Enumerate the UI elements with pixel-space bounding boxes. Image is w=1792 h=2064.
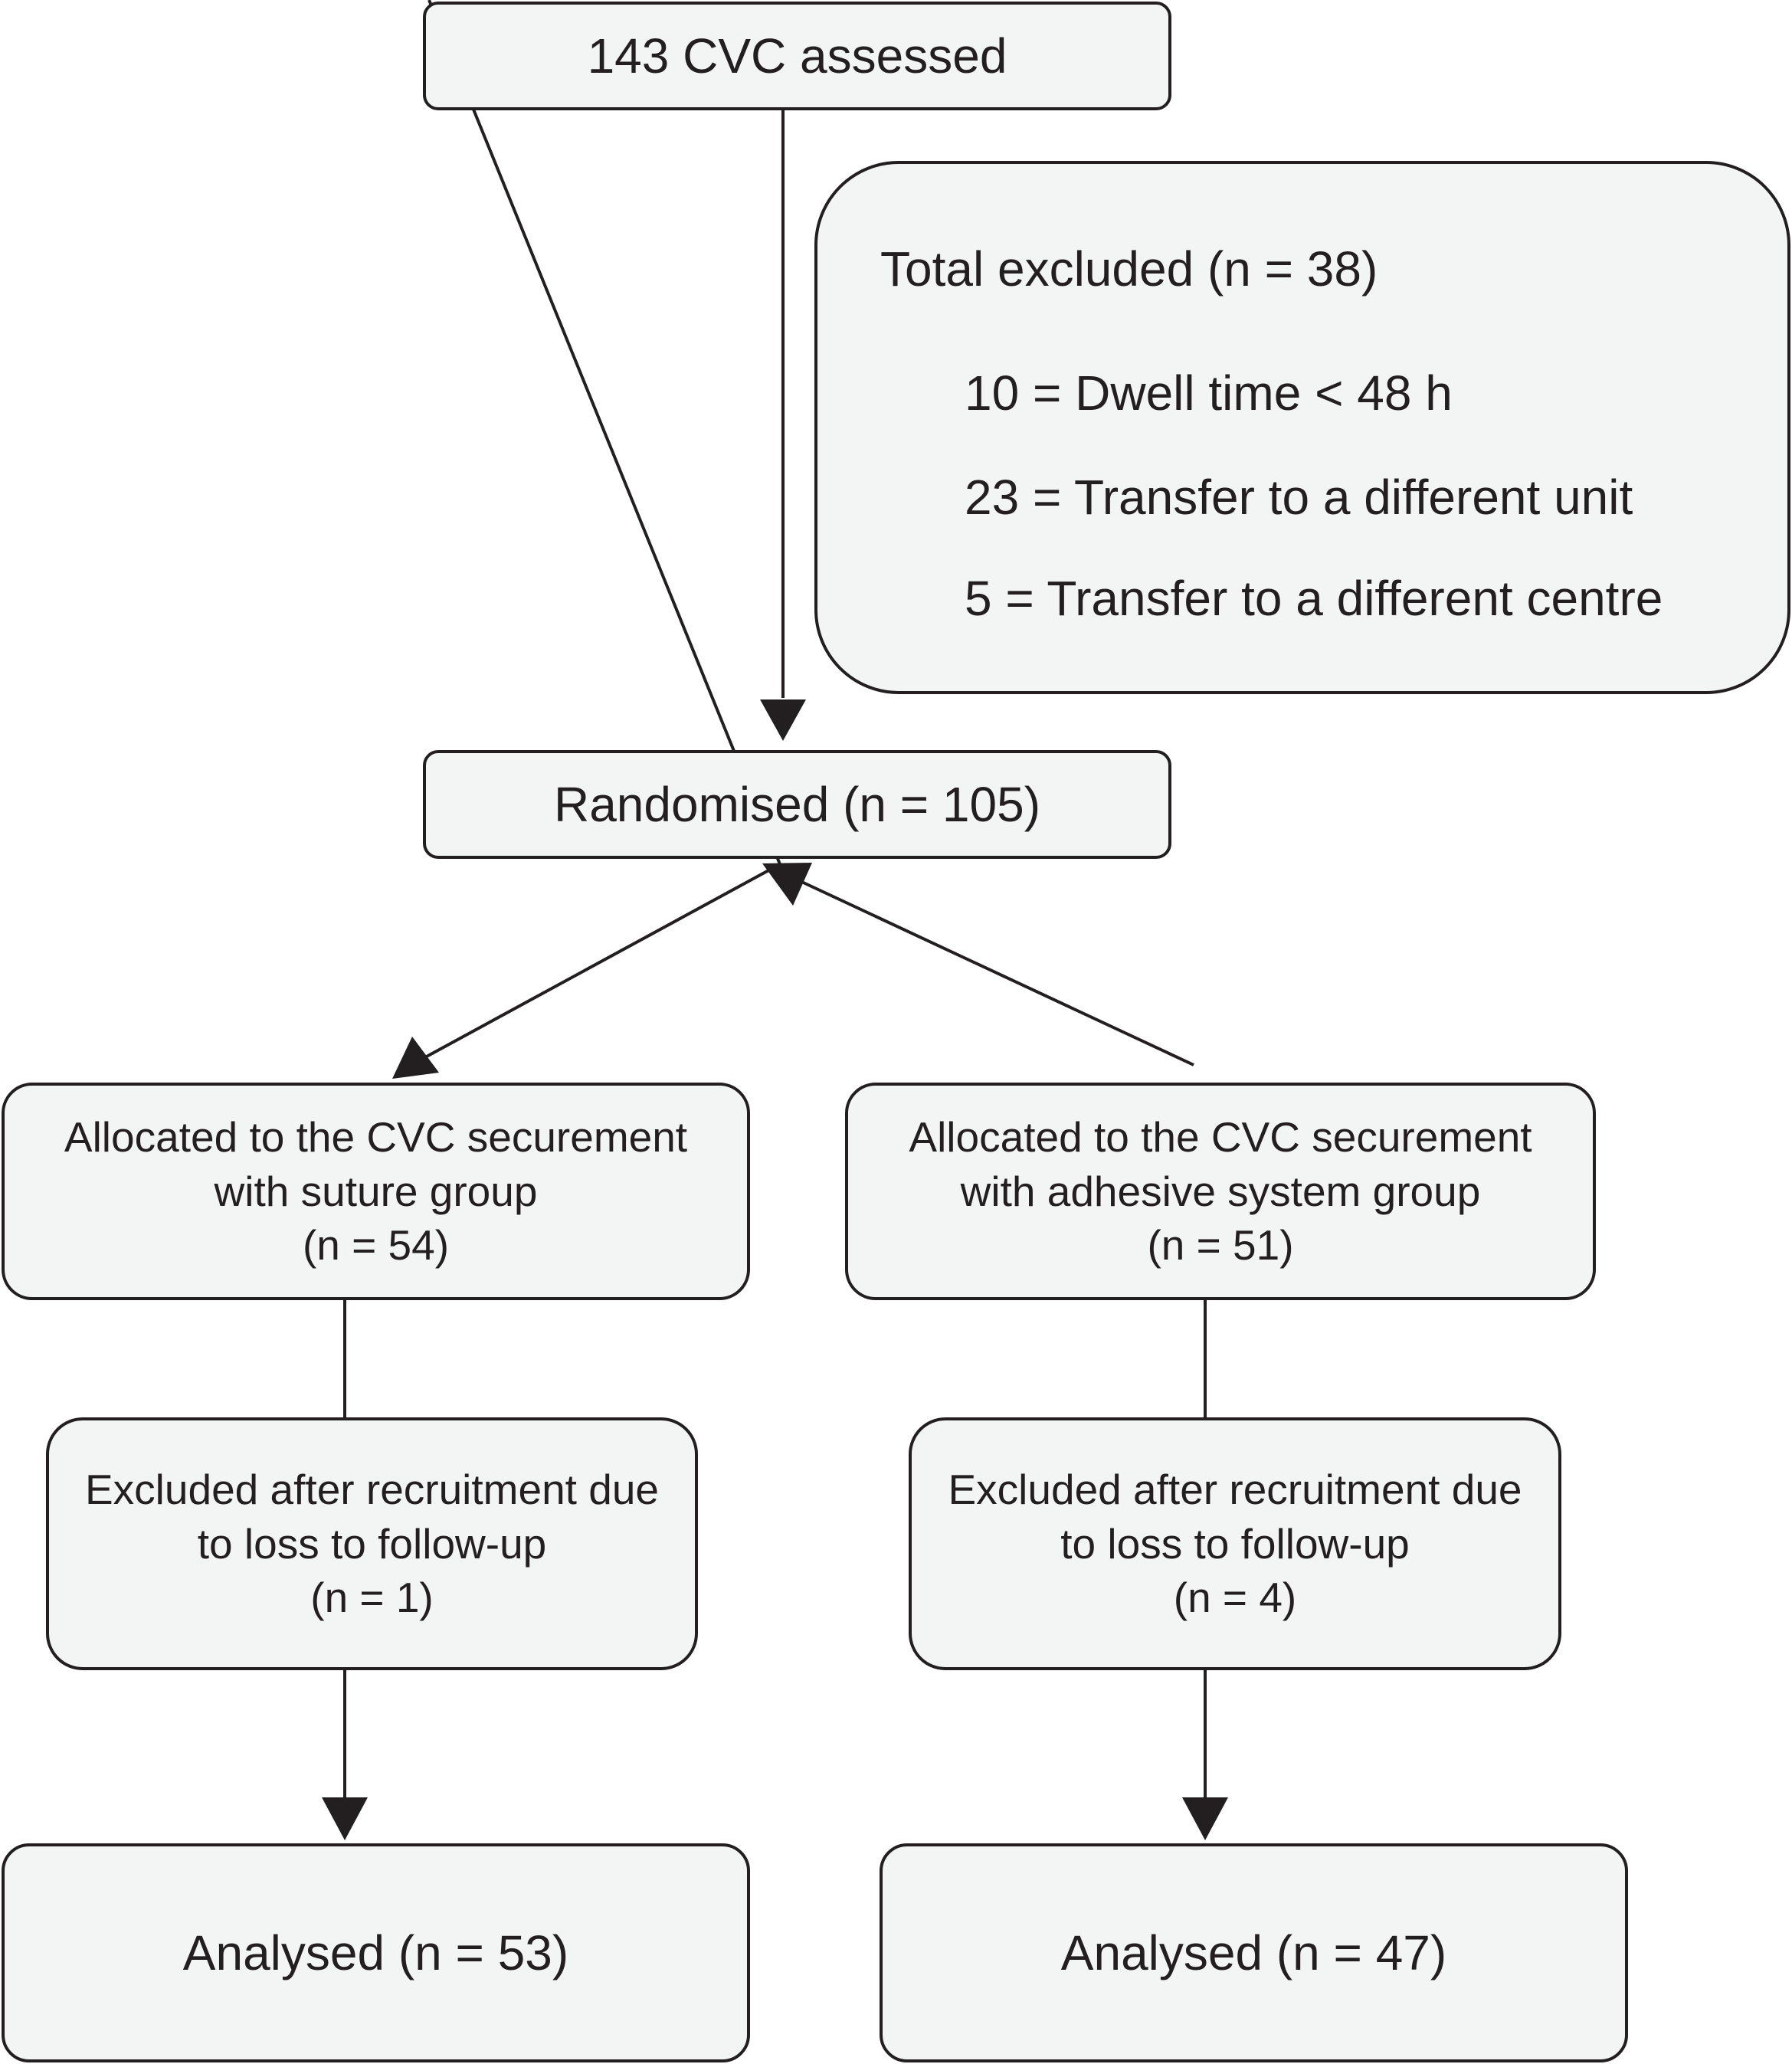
suture-lost-count: (n = 1): [310, 1574, 434, 1622]
suture-lost-line-2: to loss to follow-up: [197, 1519, 547, 1568]
arrow-adhesive-to-randomised: [796, 878, 1194, 1066]
adhesive-lost-count: (n = 4): [1173, 1574, 1297, 1622]
adhesive-group-box: Allocated to the CVC securement with adh…: [845, 1083, 1596, 1300]
suture-group-count: (n = 54): [302, 1221, 450, 1270]
suture-lost-line-1: Excluded after recruitment due: [85, 1466, 659, 1514]
excluded-title: Total excluded (n = 38): [880, 241, 1378, 296]
adhesive-lost-line-2: to loss to follow-up: [1060, 1519, 1410, 1568]
excluded-reason-dwell-time: 10 = Dwell time < 48 h: [965, 365, 1453, 421]
randomised-label: Randomised (n = 105): [553, 776, 1041, 832]
arrowhead-randomised: [760, 699, 806, 741]
arrowhead-suture-analysed: [322, 1797, 368, 1840]
randomised-box: Randomised (n = 105): [423, 750, 1171, 859]
adhesive-analysed-label: Analysed (n = 47): [1060, 1925, 1447, 1980]
adhesive-group-line-1: Allocated to the CVC securement: [909, 1113, 1532, 1161]
assessed-label: 143 CVC assessed: [587, 28, 1007, 84]
suture-analysed-label: Analysed (n = 53): [182, 1925, 569, 1980]
suture-group-line-1: Allocated to the CVC securement: [64, 1113, 688, 1161]
excluded-reason-transfer-centre: 5 = Transfer to a different centre: [965, 571, 1663, 626]
suture-analysed-box: Analysed (n = 53): [2, 1843, 750, 2062]
adhesive-group-line-2: with adhesive system group: [960, 1167, 1481, 1215]
suture-group-box: Allocated to the CVC securement with sut…: [2, 1083, 750, 1300]
arrowhead-randomised-return: [762, 863, 812, 906]
excluded-box: Total excluded (n = 38) 10 = Dwell time …: [814, 161, 1790, 694]
adhesive-lost-box: Excluded after recruitment due to loss t…: [909, 1417, 1561, 1670]
arrowhead-adhesive-analysed: [1182, 1797, 1228, 1840]
arrow-randomised-to-suture: [428, 0, 781, 865]
excluded-reason-transfer-unit: 23 = Transfer to a different unit: [965, 470, 1633, 525]
assessed-box: 143 CVC assessed: [423, 2, 1171, 110]
suture-lost-box: Excluded after recruitment due to loss t…: [46, 1417, 698, 1670]
arrowhead-suture-group: [392, 1037, 439, 1079]
arrow-randomised-to-suture-line: [424, 863, 781, 1059]
adhesive-lost-line-1: Excluded after recruitment due: [948, 1466, 1522, 1514]
adhesive-group-count: (n = 51): [1147, 1221, 1294, 1270]
adhesive-analysed-box: Analysed (n = 47): [880, 1843, 1628, 2062]
suture-group-line-2: with suture group: [214, 1167, 538, 1215]
